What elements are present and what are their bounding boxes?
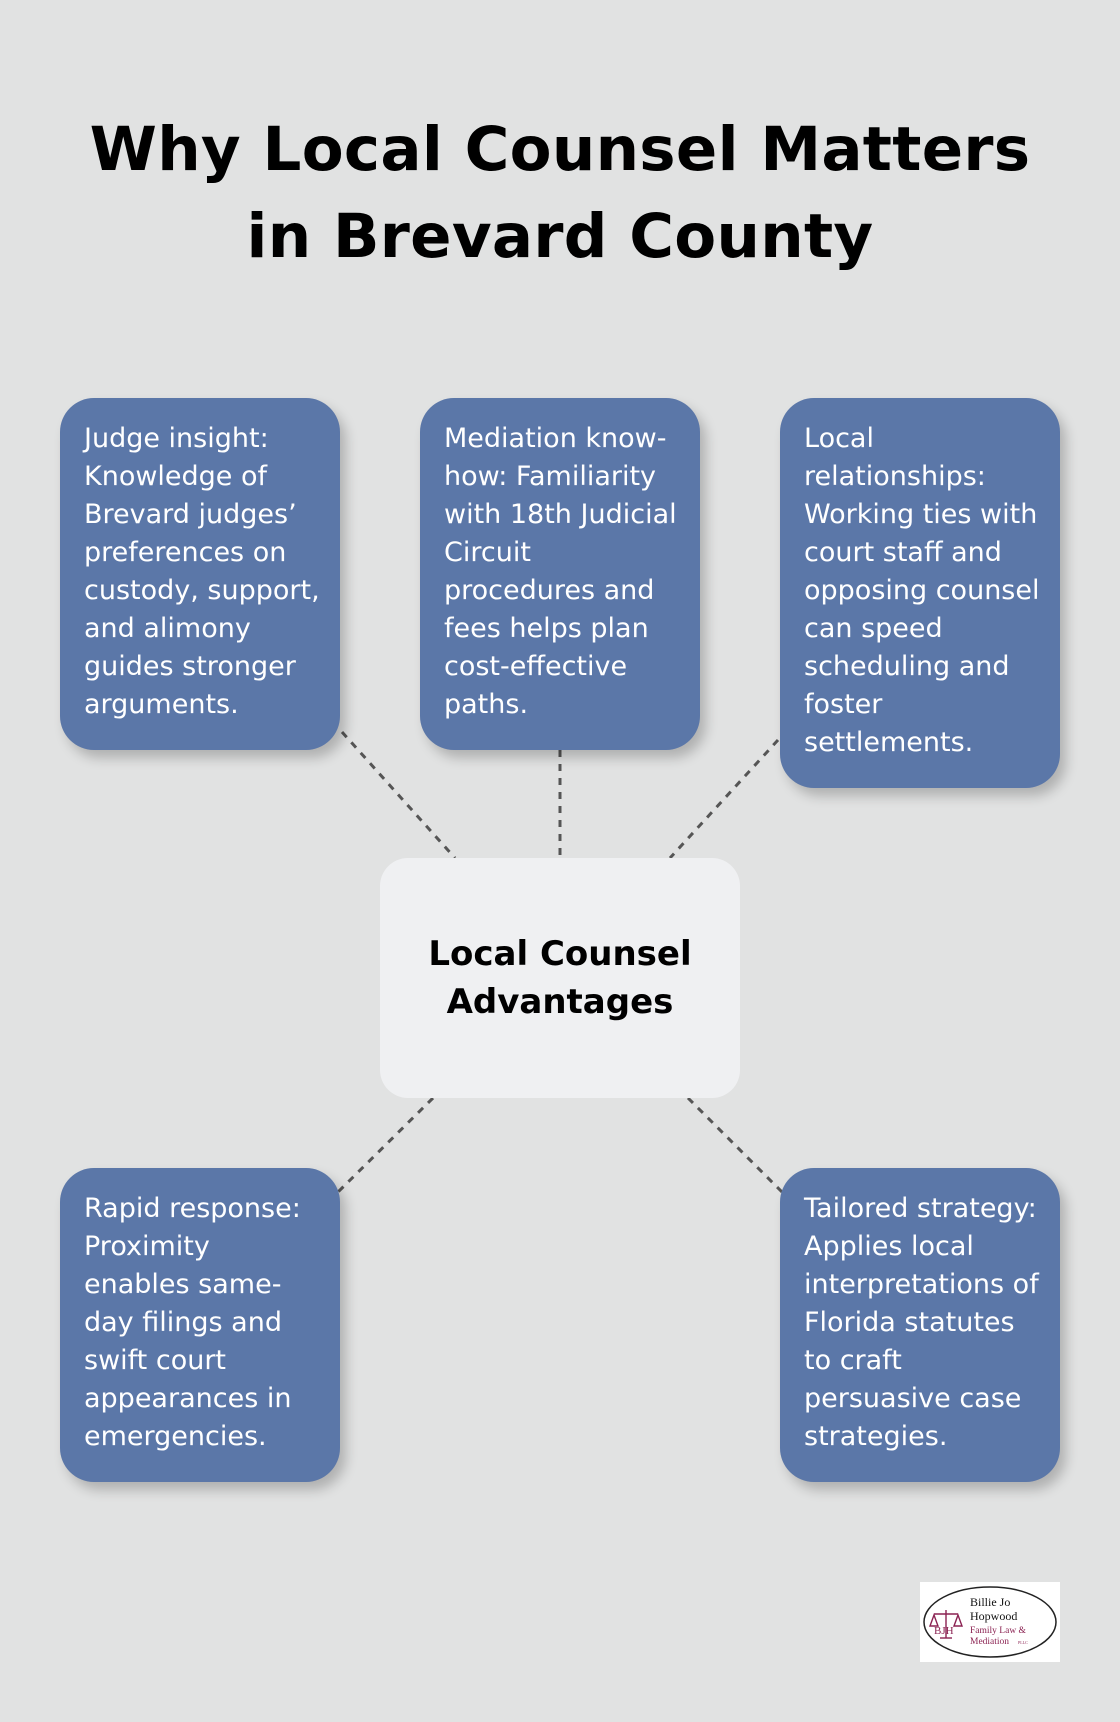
card-rapid-response: Rapid response: Proximity enables same-d…: [60, 1168, 340, 1482]
connector-local-relationships: [668, 738, 780, 860]
firm-logo: BJH Billie Jo Hopwood Family Law & Media…: [920, 1582, 1060, 1662]
page-title: Why Local Counsel Matters in Brevard Cou…: [89, 114, 1031, 272]
logo-suffix: PLLC: [1018, 1640, 1028, 1645]
card-judge-insight-text: Judge insight: Knowledge of Brevard judg…: [84, 423, 320, 720]
logo-line1: Billie Jo: [970, 1595, 1010, 1609]
logo-monogram: BJH: [934, 1625, 954, 1637]
center-label: Local Counsel Advantages: [428, 934, 692, 1022]
logo-ellipse: [923, 1586, 1057, 1658]
logo-line4: Mediation: [970, 1637, 1009, 1647]
logo-line3: Family Law &: [970, 1626, 1027, 1636]
connector-judge-insight: [340, 730, 457, 860]
card-local-relationships: Local relationships: Working ties with c…: [780, 398, 1060, 788]
card-tailored-strategy: Tailored strategy: Applies local interpr…: [780, 1168, 1060, 1482]
center-node: Local Counsel Advantages: [380, 858, 740, 1098]
scales-icon: [929, 1610, 963, 1639]
card-rapid-response-text: Rapid response: Proximity enables same-d…: [84, 1193, 301, 1452]
card-tailored-strategy-text: Tailored strategy: Applies local interpr…: [804, 1193, 1039, 1452]
connector-tailored-strategy: [686, 1096, 784, 1194]
card-judge-insight: Judge insight: Knowledge of Brevard judg…: [60, 398, 340, 750]
connector-rapid-response: [336, 1096, 435, 1194]
logo-line2: Hopwood: [970, 1609, 1017, 1623]
card-mediation-know-how: Mediation know-how: Familiarity with 18t…: [420, 398, 700, 750]
card-local-relationships-text: Local relationships: Working ties with c…: [804, 423, 1040, 758]
card-mediation-know-how-text: Mediation know-how: Familiarity with 18t…: [444, 423, 677, 720]
